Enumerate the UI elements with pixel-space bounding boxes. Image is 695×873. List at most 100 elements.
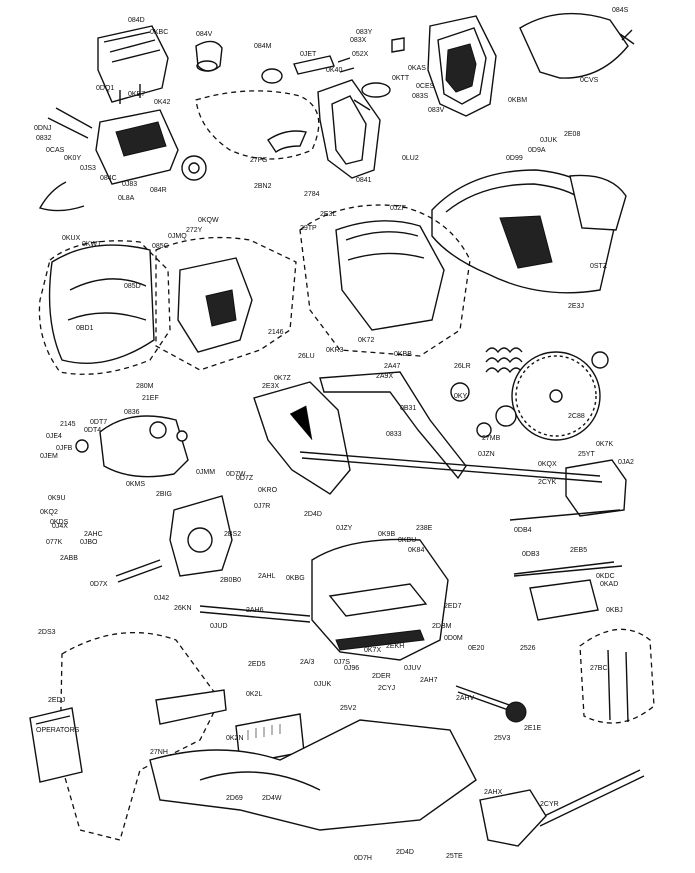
lock-knob	[455, 685, 527, 723]
part-number-label: 0KMS	[126, 481, 145, 488]
spring-coil	[485, 347, 523, 374]
part-number-label: 0KDC	[596, 573, 615, 580]
link-arm	[319, 371, 467, 480]
part-number-label: 0J83	[122, 181, 137, 188]
gear-case-boss	[149, 421, 167, 439]
part-number-label: 2CYR	[540, 801, 559, 808]
part-number-label: 2E3J	[568, 303, 584, 310]
part-number-label: 2BS2	[224, 531, 241, 538]
spacer-washer	[450, 382, 470, 402]
blade-washer	[591, 351, 609, 369]
part-number-label: 0D9A	[528, 147, 546, 154]
part-number-label: 0K7X	[364, 647, 381, 654]
part-number-label: 2ED5	[248, 661, 266, 668]
guard-bracket	[253, 381, 351, 495]
turntable	[311, 538, 449, 661]
part-number-label: 21EF	[142, 395, 159, 402]
part-number-label: 0K42	[154, 99, 170, 106]
part-number-label: 2B0B0	[220, 577, 241, 584]
part-number-label: 084M	[254, 43, 272, 50]
part-number-label: 25TE	[446, 853, 463, 860]
part-number-label: 2AHV	[456, 695, 475, 702]
part-number-label: 083X	[350, 37, 367, 44]
part-number-label: 0DB3	[522, 551, 540, 558]
miter-base-arc	[199, 771, 321, 791]
part-number-label: 0DQ1	[96, 85, 114, 92]
part-number-label: 238E	[416, 525, 433, 532]
part-number-label: 25YT	[578, 451, 595, 458]
part-number-label: 26KN	[174, 605, 192, 612]
dust-bag	[519, 12, 635, 79]
part-number-label: 2AHX	[484, 789, 503, 796]
part-number-label: 2E1E	[524, 725, 541, 732]
part-number-label: 0KBJ	[606, 607, 623, 614]
part-number-label: 0JZN	[478, 451, 495, 458]
part-number-label: 083S	[412, 93, 429, 100]
part-number-label: 0841	[356, 177, 372, 184]
part-number-label: 0J7R	[254, 503, 270, 510]
part-number-label: 0KQX	[538, 461, 557, 468]
part-number-label: 25V2	[340, 705, 356, 712]
part-number-label: 0DNJ	[34, 125, 52, 132]
part-number-label: 0K9B	[378, 531, 395, 538]
part-number-label: 0JEM	[40, 453, 58, 460]
part-number-label: 2EB5	[570, 547, 587, 554]
part-number-label: 0DT4	[84, 427, 101, 434]
part-number-label: 0K7Z	[274, 375, 291, 382]
part-number-label: 2CYJ	[378, 685, 395, 692]
part-number-label: 083V	[428, 107, 445, 114]
gear-case	[99, 415, 189, 478]
bearing-left	[75, 439, 89, 453]
part-number-label: 2146	[268, 329, 284, 336]
part-number-label: 0K84	[408, 547, 424, 554]
blade-guard-upper	[431, 169, 627, 294]
part-number-label: 052X	[352, 51, 369, 58]
part-number-label: 0E20	[468, 645, 484, 652]
handle-assembly	[317, 79, 381, 179]
part-number-label: 0CES	[416, 83, 435, 90]
part-number-label: 0KR3	[326, 347, 344, 354]
lower-guard-outline	[38, 240, 171, 375]
part-number-label: 2BN2	[254, 183, 272, 190]
part-number-label: 077K	[46, 539, 63, 546]
part-number-label: 0K40	[326, 67, 342, 74]
part-number-label: 2A47	[384, 363, 400, 370]
motor-armature	[38, 107, 207, 212]
part-number-label: 0JZY	[336, 525, 353, 532]
part-number-label: 2D4D	[304, 511, 322, 518]
part-number-label: 084S	[612, 7, 629, 14]
part-number-label: 0CAS	[46, 147, 65, 154]
side-cover-outline	[579, 628, 655, 724]
part-number-label: 0JUK	[540, 137, 557, 144]
part-number-label: 0KWT	[82, 241, 102, 248]
cross-shaft	[199, 605, 311, 623]
work-clamp	[155, 689, 227, 725]
switch-parts	[261, 37, 405, 98]
part-number-label: 2D4D	[396, 849, 414, 856]
bearing-right	[176, 430, 188, 442]
part-number-label: 085D	[124, 283, 141, 290]
part-number-label: 0D7Z	[236, 475, 254, 482]
gearbox-bearing	[187, 527, 213, 553]
trigger-group-outline	[155, 236, 297, 371]
part-number-label: 2526	[520, 645, 536, 652]
part-number-label: 2EKH	[386, 643, 404, 650]
svg-text:OPERATORS: OPERATORS	[36, 727, 80, 734]
part-number-label: 0K72	[358, 337, 374, 344]
flange-outer	[495, 405, 517, 427]
part-number-label: 0JA2	[618, 459, 634, 466]
part-number-label: 2C88	[568, 413, 585, 420]
part-number-label: 0K0Y	[64, 155, 81, 162]
part-number-label: 0836	[124, 409, 140, 416]
part-number-label: 2E08	[564, 131, 580, 138]
part-number-label: 0JMM	[196, 469, 215, 476]
part-number-label: 0KQW	[198, 217, 219, 224]
part-number-label: 0D7X	[90, 581, 108, 588]
part-number-label: 2AHC	[84, 531, 103, 538]
part-number-label: 0D7H	[354, 855, 372, 862]
part-number-label: 0CVS	[580, 77, 599, 84]
part-number-label: 280M	[136, 383, 154, 390]
part-number-label: 2784	[304, 191, 320, 198]
part-number-label: 0KBM	[508, 97, 527, 104]
part-number-label: 0KQ2	[40, 509, 58, 516]
